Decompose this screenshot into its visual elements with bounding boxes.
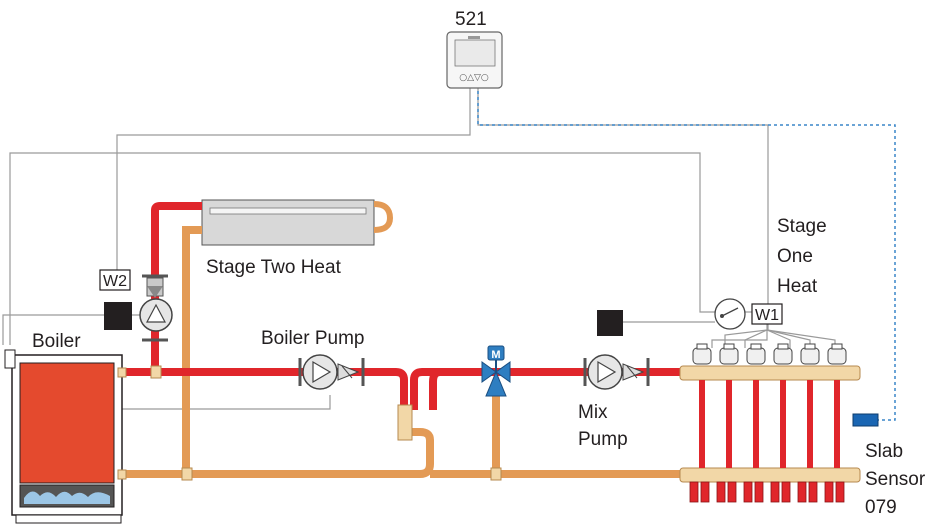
zone-switch[interactable] <box>714 298 746 330</box>
mix-pump-block <box>597 310 623 336</box>
actuator <box>719 343 739 365</box>
actuator <box>692 343 712 365</box>
w1-relay-box <box>751 303 783 325</box>
return-piping <box>118 226 680 478</box>
mix-pump-label-line2: Pump <box>578 429 628 450</box>
slab-sensor-label-line3: 079 <box>865 497 897 518</box>
mix-return-tee <box>490 467 502 481</box>
return-tee <box>181 467 193 481</box>
sensor-wire <box>477 85 896 421</box>
w2-relay-box <box>99 269 131 291</box>
boiler-pump-label: Boiler Pump <box>261 328 365 349</box>
mixing-valve-badge: M <box>491 349 500 361</box>
stage-two-pump[interactable] <box>139 274 173 342</box>
w2-label: W2 <box>103 273 127 290</box>
mixing-valve[interactable] <box>481 345 511 397</box>
boiler-pump[interactable] <box>298 354 365 390</box>
mix-pump[interactable] <box>583 354 650 390</box>
stage-one-heat-label-line2: One <box>777 246 813 267</box>
svg-text:○△▽○: ○△▽○ <box>459 73 489 83</box>
w2-pump-block <box>104 302 132 330</box>
actuator <box>746 343 766 365</box>
boiler-label: Boiler <box>32 331 81 352</box>
slab-sensor <box>852 413 879 427</box>
floor-loops <box>699 380 840 468</box>
supply-manifold <box>679 365 861 381</box>
return-manifold <box>679 467 861 483</box>
slab-sensor-label-line2: Sensor <box>865 469 926 490</box>
stage-one-heat-label-line3: Heat <box>777 276 818 297</box>
mix-pump-label-line1: Mix <box>578 402 608 423</box>
stage-one-heat-label-line1: Stage <box>777 216 827 237</box>
boiler-tee <box>150 365 162 379</box>
tee-fitting <box>397 404 413 441</box>
actuator <box>773 343 793 365</box>
stage-two-radiator <box>201 199 394 246</box>
loop-outlets <box>689 481 845 503</box>
boiler <box>4 349 127 524</box>
stage-two-heat-label: Stage Two Heat <box>206 257 342 278</box>
actuator <box>827 343 847 365</box>
actuator <box>800 343 820 365</box>
controller-label: 521 <box>455 9 487 30</box>
slab-sensor-label-line1: Slab <box>865 441 903 462</box>
w1-label: W1 <box>755 307 779 324</box>
controller-521[interactable]: ○△▽○ <box>446 31 503 89</box>
manifold-actuators <box>692 343 847 365</box>
